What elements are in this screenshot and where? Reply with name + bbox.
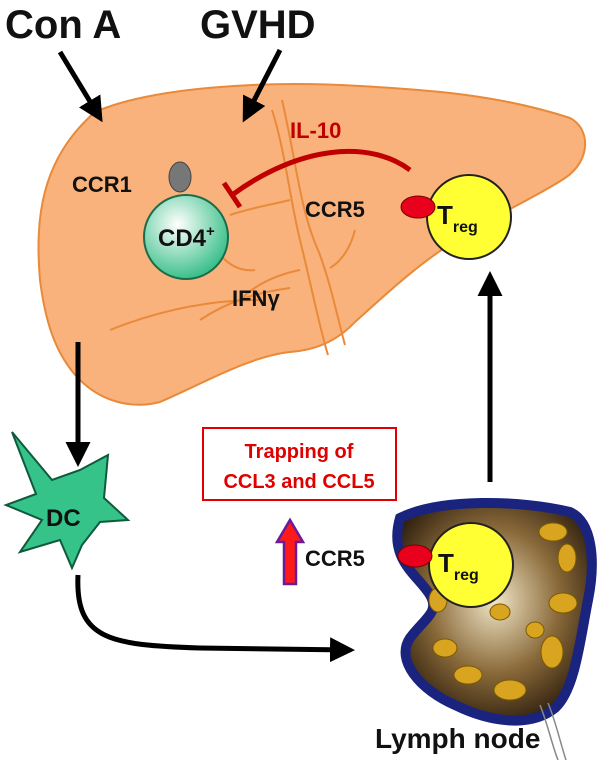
trapping-line-2: CCL3 and CCL5: [223, 471, 374, 493]
gvhd-arrow: [242, 48, 283, 123]
liver-vessel-1: [281, 99, 346, 346]
dc-to-lymph-node-arrow: [75, 574, 355, 663]
ccr1-receptor: [168, 161, 192, 193]
con-a-label: Con A: [5, 3, 121, 47]
trapping-line-1: Trapping of: [245, 441, 354, 463]
ccr5-node-receptor: [397, 544, 433, 568]
lymph-node-efferent-vessel: [539, 702, 567, 761]
ccr1-label: CCR1: [72, 172, 132, 197]
il10-inhibition-bar: [221, 181, 243, 209]
il10-label: IL-10: [290, 118, 341, 143]
treg-node-subscript: reg: [454, 567, 479, 584]
trapping-box: Trapping of CCL3 and CCL5: [202, 427, 397, 501]
liver-vessel-2: [199, 269, 301, 321]
treg-liver-subscript: reg: [453, 219, 478, 236]
liver-ligament: [271, 109, 329, 356]
liver-vessel-3: [229, 199, 356, 269]
ifng-label: IFNγ: [232, 286, 280, 311]
con-a-arrow: [57, 50, 103, 123]
treg-node-label: T: [438, 548, 454, 578]
treg-liver-label: T: [437, 200, 453, 230]
liver-lower-lobe: [109, 299, 261, 331]
gvhd-label: GVHD: [200, 3, 316, 47]
upregulation-arrow-icon: [274, 517, 306, 586]
svg-text:CD4+: CD4+: [158, 223, 215, 252]
treg-node-cell: Treg: [428, 522, 514, 608]
ccr5-liver-label: CCR5: [305, 197, 365, 222]
treg-liver-cell: Treg: [426, 174, 512, 260]
dc-label: DC: [46, 505, 81, 532]
lymph-node-follicles: [428, 522, 578, 701]
cd4-cell: CD4+: [143, 194, 229, 280]
svg-text:Treg: Treg: [437, 200, 478, 236]
dendritic-cell: DC: [3, 431, 131, 571]
lymph-node-label: Lymph node: [375, 723, 540, 754]
cd4-label: CD4: [158, 225, 207, 252]
ccr5-liver-receptor: [400, 195, 436, 219]
il10-inhibition-arrow: [230, 148, 412, 198]
cd4-superscript: +: [206, 223, 215, 240]
svg-text:Treg: Treg: [438, 548, 479, 584]
ccr5-node-label: CCR5: [305, 546, 365, 571]
